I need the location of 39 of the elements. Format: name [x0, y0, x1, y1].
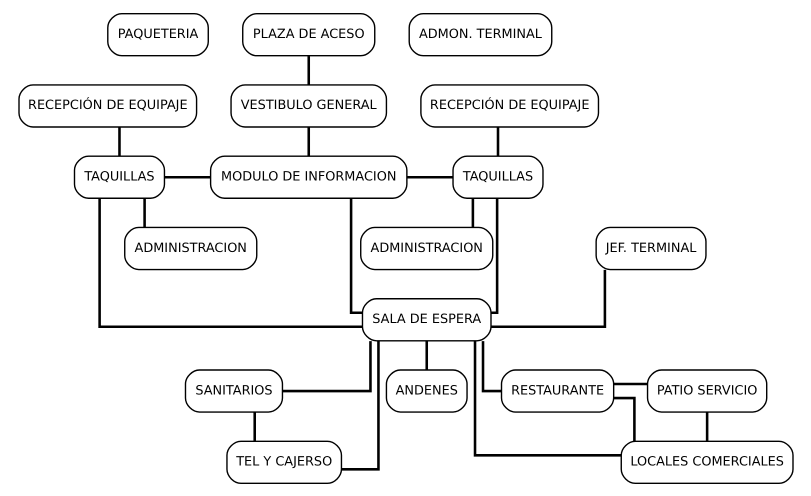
- connector: [142, 198, 146, 227]
- connector: [613, 396, 636, 441]
- node-box: PAQUETERIA: [106, 12, 208, 56]
- connector: [490, 198, 498, 314]
- connector: [341, 340, 380, 470]
- node-box: LOCALES COMERCIALES: [620, 440, 794, 484]
- connector: [306, 56, 310, 84]
- connector: [306, 126, 310, 156]
- node-box: ADMINISTRACION: [124, 226, 257, 270]
- connector: [118, 126, 120, 156]
- node-box: RESTAURANTE: [500, 368, 614, 412]
- connector: [282, 340, 372, 392]
- node-box: SALA DE ESPERA: [361, 298, 492, 341]
- node-box: MODULO DE INFORMACION: [209, 155, 408, 198]
- node-box: RECEPCIÓN DE EQUIPAJE: [420, 84, 599, 128]
- connector: [424, 340, 428, 370]
- node-box: TAQUILLAS: [452, 155, 544, 198]
- connector: [252, 412, 256, 440]
- node-box: RECEPCIÓN DE EQUIPAJE: [18, 84, 197, 128]
- node-box: SANITARIOS: [184, 368, 283, 412]
- connector: [490, 269, 606, 328]
- node-box: ANDENES: [385, 368, 468, 412]
- connector: [406, 175, 452, 178]
- node-box: TAQUILLAS: [73, 155, 165, 198]
- connector: [98, 198, 362, 328]
- connector: [164, 175, 210, 178]
- connector: [496, 126, 499, 156]
- node-box: JEF. TERMINAL: [594, 226, 706, 270]
- connector: [471, 198, 474, 227]
- node-box: ADMON. TERMINAL: [408, 12, 552, 56]
- node-box: PLAZA DE ACESO: [242, 12, 375, 56]
- connector: [705, 412, 708, 440]
- node-box: ADMINISTRACION: [360, 226, 493, 270]
- connector: [473, 340, 621, 456]
- node-box: VESTIBULO GENERAL: [230, 84, 387, 128]
- connector: [613, 382, 647, 385]
- connector: [349, 198, 362, 314]
- node-box: TEL Y CAJERSO: [226, 440, 342, 484]
- node-box: PATIO SERVICIO: [646, 368, 767, 412]
